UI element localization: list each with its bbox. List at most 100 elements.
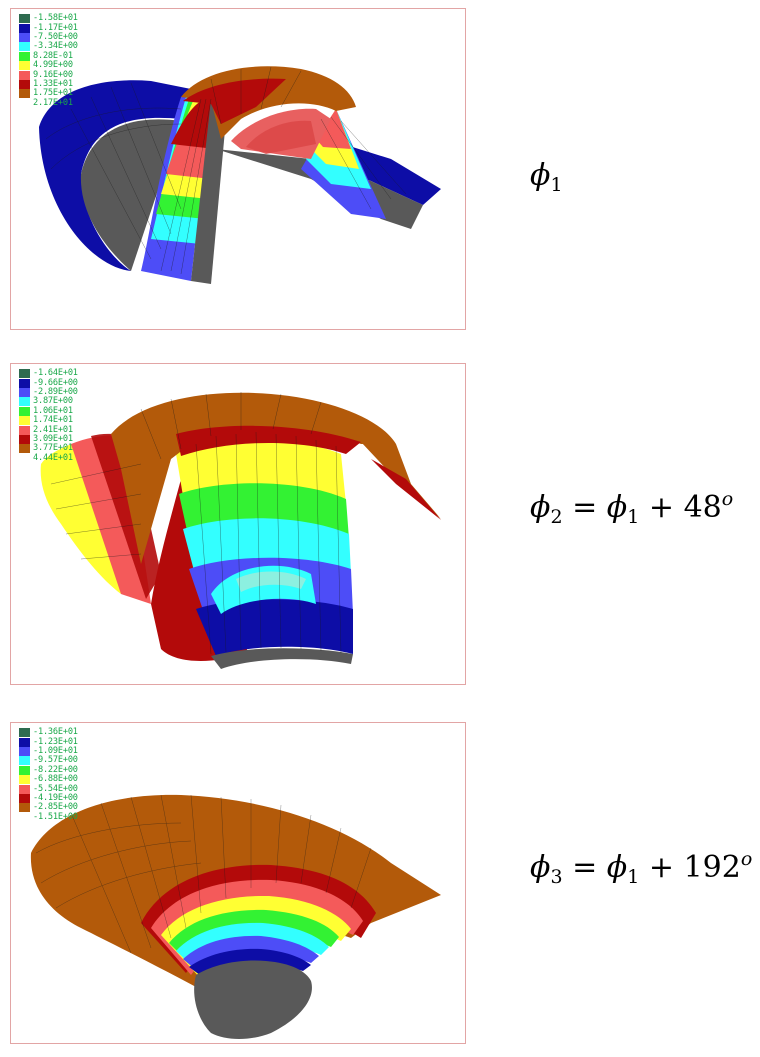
equals-sign: = xyxy=(572,850,598,885)
legend-entry: -1.23E+01 xyxy=(19,737,78,747)
legend-swatch xyxy=(19,14,30,24)
legend-entry: -5.54E+00 xyxy=(19,783,78,794)
mesh-grid xyxy=(45,66,407,275)
legend-entry: -4.19E+00 xyxy=(19,792,78,803)
phase-subscript: 3 xyxy=(550,866,563,888)
shell-core-region xyxy=(80,119,181,271)
shell-rim-band xyxy=(39,80,201,271)
phase-angle: 48 xyxy=(683,490,722,525)
shell-band xyxy=(196,599,353,656)
base-phase-subscript: 1 xyxy=(627,866,640,888)
legend-entry: -1.58E+01 xyxy=(19,13,78,24)
legend-swatch xyxy=(19,728,30,738)
legend-value: -6.88E+00 xyxy=(33,774,78,785)
legend-swatch xyxy=(19,444,30,454)
shell-top-band xyxy=(183,78,286,124)
legend-swatch xyxy=(19,378,30,388)
legend-value: -1.51E+00 xyxy=(33,811,78,822)
legend-entry: 1.74E+01 xyxy=(19,416,78,426)
legend-value: -9.57E+00 xyxy=(33,755,78,766)
legend-entry: -7.50E+00 xyxy=(19,32,78,42)
legend-swatch xyxy=(19,406,30,416)
legend-entry: 3.09E+01 xyxy=(19,433,78,444)
legend-entry: 4.44E+01 xyxy=(19,452,78,463)
legend-swatch xyxy=(19,775,30,785)
caption-phi1: ϕ1 xyxy=(530,158,563,196)
shell-surface-phi2 xyxy=(40,392,441,669)
shell-band xyxy=(91,433,161,599)
legend-value: -5.54E+00 xyxy=(33,783,78,794)
shell-surface-phi3 xyxy=(30,794,442,1039)
legend-entry: 1.75E+01 xyxy=(19,88,78,99)
legend-entry: -8.22E+00 xyxy=(19,764,78,775)
plus-sign: + xyxy=(648,490,675,525)
legend-value: 1.75E+01 xyxy=(33,88,73,99)
legend-swatch xyxy=(19,369,30,379)
legend-value: 1.33E+01 xyxy=(33,78,73,89)
legend-value: -1.64E+01 xyxy=(33,368,78,379)
legend-entry: 1.06E+01 xyxy=(19,405,78,416)
degree-marker: o xyxy=(721,488,734,510)
legend-swatch xyxy=(19,434,30,444)
base-phase-subscript: 1 xyxy=(627,506,640,528)
legend-value: -3.34E+00 xyxy=(33,41,78,52)
phase-symbol: ϕ xyxy=(530,490,551,525)
legend-swatch xyxy=(19,803,30,813)
legend-entry: 3.77E+01 xyxy=(19,443,78,454)
legend-value: -1.17E+01 xyxy=(33,22,78,33)
mesh-grid xyxy=(35,794,372,954)
legend-entry: -1.64E+01 xyxy=(19,368,78,379)
legend-value: 4.99E+00 xyxy=(33,60,73,71)
legend-swatch xyxy=(19,70,30,80)
caption-phi3: ϕ3 = ϕ1 + 192o xyxy=(530,848,752,888)
legend-swatch xyxy=(19,813,30,822)
legend-value: 9.16E+00 xyxy=(33,69,73,80)
legend-swatch xyxy=(19,89,30,99)
legend-entry: -9.57E+00 xyxy=(19,755,78,766)
legend-swatch xyxy=(19,99,30,108)
equals-sign: = xyxy=(572,490,598,525)
legend-value: 1.06E+01 xyxy=(33,405,73,416)
shell-band xyxy=(371,459,441,520)
legend-swatch xyxy=(19,416,30,426)
legend-value: -1.09E+01 xyxy=(33,745,78,756)
legend-value: -4.19E+00 xyxy=(33,792,78,803)
legend-swatch xyxy=(19,425,30,435)
shell-inner-bowl xyxy=(236,571,306,592)
legend-value: 2.41E+01 xyxy=(33,424,73,435)
legend-swatch xyxy=(19,387,30,397)
plus-sign: + xyxy=(648,850,675,885)
legend-value: 2.17E+01 xyxy=(33,97,73,108)
legend-entry: 1.33E+01 xyxy=(19,78,78,89)
legend-entry: -2.89E+00 xyxy=(19,387,78,397)
base-phase-symbol: ϕ xyxy=(606,850,628,885)
legend-value: 4.44E+01 xyxy=(33,452,73,463)
color-legend: -1.36E+01 -1.23E+01 -1.09E+01 -9.57E+00 … xyxy=(19,728,78,822)
legend-value: -8.22E+00 xyxy=(33,764,78,775)
legend-entry: 9.16E+00 xyxy=(19,69,78,80)
legend-entry: 2.17E+01 xyxy=(19,97,78,108)
legend-value: 8.28E-01 xyxy=(33,50,73,61)
legend-entry: 2.41E+01 xyxy=(19,424,78,435)
color-legend: -1.58E+01 -1.17E+01 -7.50E+00 -3.34E+00 … xyxy=(19,14,78,108)
degree-marker: o xyxy=(740,848,753,870)
legend-value: 3.77E+01 xyxy=(33,443,73,454)
base-phase-symbol: ϕ xyxy=(606,490,628,525)
legend-swatch xyxy=(19,793,30,803)
shell-core-region xyxy=(191,99,226,284)
shell-band xyxy=(316,109,351,149)
legend-swatch xyxy=(19,23,30,33)
contour-plot-phi3: -1.36E+01 -1.23E+01 -1.09E+01 -9.57E+00 … xyxy=(10,722,466,1044)
legend-entry: -1.36E+01 xyxy=(19,728,78,738)
legend-entry: 8.28E-01 xyxy=(19,50,78,61)
shell-inner-bowl xyxy=(246,120,316,154)
shell-core-region xyxy=(194,960,312,1039)
legend-value: 3.09E+01 xyxy=(33,433,73,444)
legend-swatch xyxy=(19,784,30,794)
shell-core-region xyxy=(211,648,353,669)
legend-entry: -2.85E+00 xyxy=(19,803,78,813)
legend-entry: -9.66E+00 xyxy=(19,378,78,388)
legend-value: 3.87E+00 xyxy=(33,396,73,407)
legend-entry: -1.51E+00 xyxy=(19,811,78,822)
legend-value: -1.58E+01 xyxy=(33,13,78,24)
